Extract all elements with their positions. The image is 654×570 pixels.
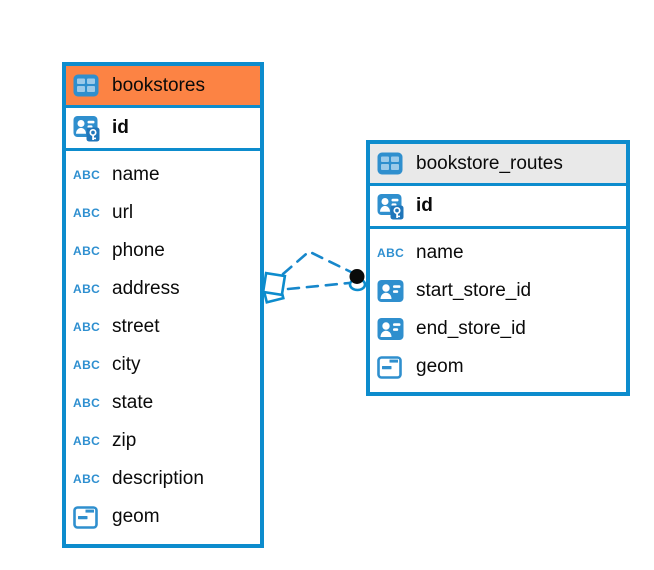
column-label: geom (112, 506, 160, 527)
text-type-icon: ABC (73, 358, 101, 372)
foreign-key-icon (377, 317, 407, 341)
column-row[interactable]: ABC city (66, 346, 260, 384)
table-title: bookstore_routes (416, 152, 563, 174)
text-type-icon: ABC (73, 168, 101, 182)
column-label: phone (112, 240, 165, 261)
table-bookstores[interactable]: bookstores id ABC na (62, 62, 264, 548)
relationship-line-top[interactable] (281, 249, 353, 276)
relationship-marker-ring (348, 277, 367, 292)
column-label: end_store_id (416, 318, 526, 339)
column-label: address (112, 278, 180, 299)
column-label: name (416, 242, 464, 263)
foreign-key-icon (377, 279, 407, 303)
relationship-marker-square-back (261, 280, 285, 304)
relationship-line-bottom[interactable] (286, 281, 351, 291)
columns-section: ABC name start_store_id (370, 229, 626, 386)
table-bookstore-routes-header[interactable]: bookstore_routes (370, 144, 626, 186)
column-label: url (112, 202, 134, 223)
relationship-marker-square-front (261, 271, 287, 297)
geometry-type-icon (377, 355, 407, 379)
text-type-icon: ABC (73, 396, 101, 410)
column-row-id[interactable]: id (66, 108, 260, 151)
column-label: description (112, 468, 204, 489)
table-bookstores-header[interactable]: bookstores (66, 66, 260, 108)
column-row[interactable]: ABC zip (66, 422, 260, 460)
column-row[interactable]: ABC state (66, 384, 260, 422)
column-row[interactable]: ABC name (370, 234, 626, 272)
relationship-marker-dot (349, 269, 365, 284)
columns-section: ABC name ABC url ABC phone ABC address A… (66, 151, 260, 536)
column-row[interactable]: ABC street (66, 308, 260, 346)
table-icon (73, 74, 103, 97)
column-label: street (112, 316, 160, 337)
column-row-id[interactable]: id (370, 186, 626, 229)
text-type-icon: ABC (377, 246, 405, 260)
table-icon (377, 152, 407, 175)
column-row[interactable]: end_store_id (370, 310, 626, 348)
text-type-icon: ABC (73, 472, 101, 486)
column-row[interactable]: ABC description (66, 460, 260, 498)
text-type-icon: ABC (73, 320, 101, 334)
column-label: name (112, 164, 160, 185)
column-label: city (112, 354, 141, 375)
text-type-icon: ABC (73, 282, 101, 296)
column-row[interactable]: ABC address (66, 270, 260, 308)
column-row[interactable]: start_store_id (370, 272, 626, 310)
relationship-line-group[interactable] (261, 249, 367, 304)
geometry-type-icon (73, 505, 103, 529)
primary-key-icon (73, 115, 103, 142)
column-row[interactable]: ABC phone (66, 232, 260, 270)
column-label: id (112, 117, 129, 138)
column-row[interactable]: ABC name (66, 156, 260, 194)
primary-key-icon (377, 193, 407, 220)
table-title: bookstores (112, 74, 205, 96)
column-row[interactable]: ABC url (66, 194, 260, 232)
table-bookstore-routes[interactable]: bookstore_routes id ABC (366, 140, 630, 396)
column-row[interactable]: geom (66, 498, 260, 536)
column-label: zip (112, 430, 137, 451)
column-label: geom (416, 356, 464, 377)
text-type-icon: ABC (73, 244, 101, 258)
text-type-icon: ABC (73, 434, 101, 448)
text-type-icon: ABC (73, 206, 101, 220)
column-label: start_store_id (416, 280, 532, 301)
column-row[interactable]: geom (370, 348, 626, 386)
column-label: id (416, 195, 433, 216)
column-label: state (112, 392, 154, 413)
